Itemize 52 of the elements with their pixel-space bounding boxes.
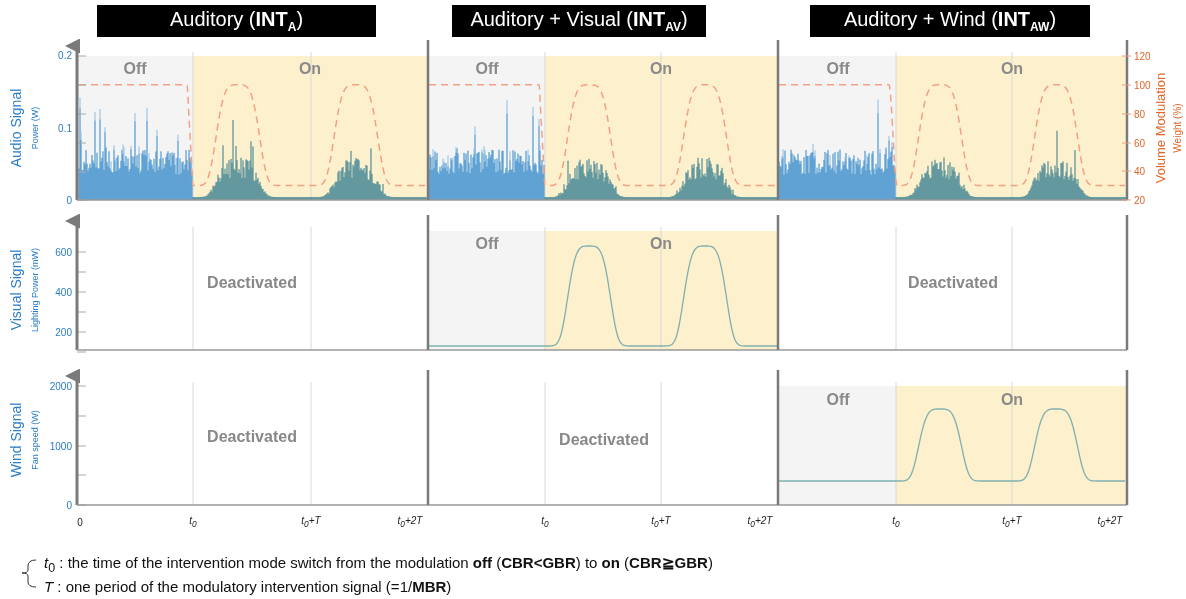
state-label: On	[649, 235, 673, 253]
tick-label: t$_{0}$+T	[301, 515, 321, 529]
status-text: Deactivated	[207, 274, 297, 292]
axis-title: Volume Modulation	[1152, 72, 1168, 184]
tick-label: 1000	[49, 440, 72, 452]
tick-label: t$_{0}$	[892, 515, 900, 529]
axis-title: Wind Signal	[8, 402, 24, 478]
axis-subtitle: Weight (%)	[1171, 103, 1183, 153]
status-text: Deactivated	[559, 431, 649, 449]
status-text: Deactivated	[207, 428, 297, 446]
footnote: t$_{0}$ : the time of the intervention mode switch from the modulation off (CBR<GBR) to on (CBR≧GBR)	[44, 553, 713, 575]
panel-title: Auditory (INT$_{A}$)	[97, 5, 376, 37]
footnote: T : one period of the modulatory intervention signal (=1/MBR)	[44, 577, 452, 595]
tick-label: t$_{0}$+T	[651, 515, 671, 529]
tick-label: t$_{0}$	[189, 515, 197, 529]
panel-title: Auditory + Wind (INT$_{AW}$)	[810, 5, 1090, 37]
state-label: On	[649, 60, 673, 78]
tick-label: t$_{0}$+T	[1002, 515, 1022, 529]
status-text: Deactivated	[908, 274, 998, 292]
state-label: Off	[123, 60, 147, 78]
tick-label: t$_{0}$	[541, 515, 549, 529]
tick-label: t$_{0}$+2T	[397, 515, 423, 529]
tick-label: 0	[66, 499, 72, 511]
tick-label: 40	[1134, 165, 1146, 177]
state-label: Off	[475, 60, 499, 78]
tick-label: 400	[55, 286, 72, 298]
tick-label: 120	[1134, 50, 1151, 62]
tick-label: 2000	[49, 380, 72, 392]
tick-label: 80	[1134, 108, 1146, 120]
tick-label: 0	[66, 194, 72, 206]
tick-label: 200	[55, 326, 72, 338]
state-label: On	[1000, 391, 1024, 409]
axis-title: Visual Signal	[8, 249, 24, 331]
axis-subtitle: Lighting Power (mW)	[30, 248, 40, 332]
axis-title: Audio Signal	[8, 88, 24, 168]
tick-label: 0.1	[58, 122, 72, 134]
tick-label: 20	[1134, 194, 1146, 206]
tick-label: 100	[1134, 79, 1151, 91]
state-label: Off	[826, 60, 850, 78]
tick-label: 0	[77, 516, 83, 528]
panel-title: Auditory + Visual (INT$_{AV}$)	[452, 5, 706, 37]
state-label: On	[1000, 60, 1024, 78]
state-label: Off	[826, 391, 850, 409]
state-label: On	[298, 60, 322, 78]
state-label: Off	[475, 235, 499, 253]
axis-subtitle: Fan speed (W)	[30, 410, 40, 470]
tick-label: t$_{0}$+2T	[1097, 515, 1123, 529]
tick-label: 600	[55, 246, 72, 258]
axis-subtitle: Power (W)	[30, 106, 40, 150]
tick-label: 60	[1134, 137, 1146, 149]
tick-label: 0.2	[58, 49, 72, 61]
tick-label: t$_{0}$+2T	[747, 515, 773, 529]
